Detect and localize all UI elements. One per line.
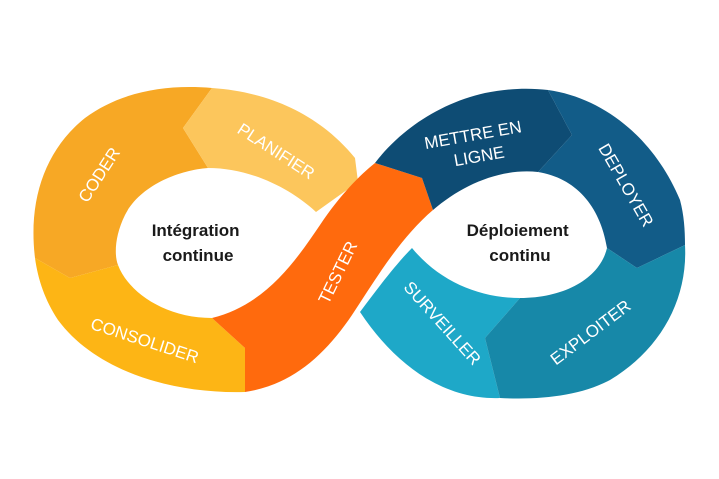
segment-mettre-en-ligne [375,88,572,210]
center-left-line1: Intégration [152,221,240,240]
center-left-line2: continue [163,246,234,265]
segment-surveiller [360,248,520,399]
center-left-label: Intégration continue [152,221,245,265]
segment-planifier [183,88,358,212]
segment-coder [33,87,212,278]
center-right-label: Déploiement continu [467,221,574,265]
segment-consolider [35,258,245,393]
center-right-line1: Déploiement [467,221,569,240]
center-right-line2: continu [489,246,550,265]
segment-tester [212,163,433,392]
segment-exploiter [485,245,686,399]
segment-deployer [538,90,685,268]
